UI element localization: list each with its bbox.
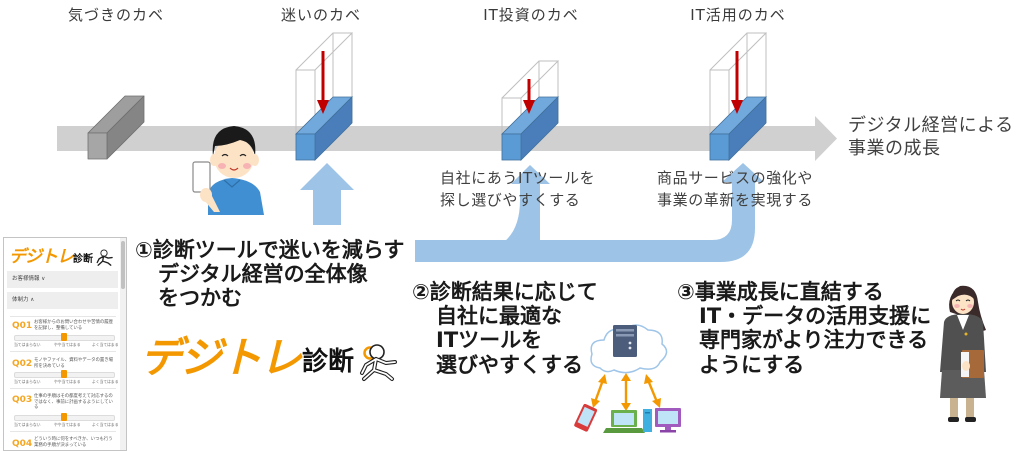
point-1-line-3: をつかむ (158, 286, 242, 310)
lower-arrow-head (731, 100, 743, 114)
point-1-line-1: ①診断ツールで迷いを減らす (135, 238, 405, 262)
divider (10, 388, 116, 389)
point-3-line-3: 専門家がより注力できる (699, 328, 929, 352)
point-2-line-3: ITツールを (436, 328, 543, 352)
mockup-logo-orange: デジトレ (9, 247, 74, 267)
mockup-question-text: お客様からのお問い合わせや苦情の履歴を記録し、整備している (34, 320, 114, 331)
support-arrow-branch-it-investment (505, 165, 550, 241)
diagnosis-tool-screenshot: デジトレ診断 お客様情報 ∨ 体制力 ∧ Q01 お客様からのお問い合わせや苦情… (3, 237, 127, 451)
it-investment-wall-outline (501, 60, 560, 160)
mockup-section-organization[interactable]: 体制力 ∧ (7, 292, 118, 309)
it-investment-wall-block-front (501, 133, 522, 161)
support-arrow-main-curved (415, 163, 764, 262)
it-utilization-wall (709, 32, 768, 161)
mockup-section-customer-info[interactable]: お客様情報 ∨ (7, 271, 118, 288)
laptop-icon (603, 410, 645, 433)
wall-label-hesitation: 迷いのカベ (280, 6, 362, 24)
mockup-slider-thumb[interactable] (61, 333, 67, 341)
lower-arrow-head (317, 100, 329, 114)
divider (10, 316, 116, 317)
scale-label-high: よく当てはまる (92, 422, 119, 427)
logo-orange-text: デジトレ (140, 333, 302, 382)
businesswoman-icon (940, 285, 986, 422)
cloud-server-icon (590, 324, 668, 374)
wall-label-awareness: 気づきのカベ (67, 6, 165, 24)
scale-label-mid: やや当てはまる (54, 342, 81, 347)
mockup-scrollbar-thumb[interactable] (121, 241, 125, 289)
desktop-pc-icon (643, 408, 681, 433)
note-it-investment-line-1: 自社にあうITツールを (440, 169, 596, 187)
note-it-utilization-line-2: 事業の革新を実現する (657, 191, 814, 209)
wall-label-it-investment: IT投資のカベ (483, 6, 579, 24)
point-2-line-4: 選びやすくする (436, 353, 583, 377)
it-investment-wall (501, 60, 560, 161)
scale-label-low: 当てはまらない (14, 422, 41, 427)
person-with-smartphone-icon (192, 126, 264, 215)
hesitation-wall-outline (295, 32, 354, 160)
mockup-question-text: モノやファイル、資料やデータの置き場所を決めている (34, 358, 114, 369)
note-it-utilization-line-1: 商品サービスの強化や (657, 169, 814, 187)
network-arrows (591, 373, 661, 411)
point-2-line-2: 自社に最適な (436, 304, 562, 328)
hesitation-wall (295, 32, 354, 161)
hesitation-wall-block-front (295, 133, 316, 161)
logo-black-text: 診断 (302, 347, 355, 377)
scale-label-high: よく当てはまる (92, 342, 119, 347)
scale-label-mid: やや当てはまる (54, 379, 81, 384)
point-1-line-2: デジタル経営の全体像 (158, 262, 368, 286)
divider (10, 431, 116, 432)
mockup-question-number: Q03 (12, 395, 33, 405)
point-3-line-1: ③事業成長に直結する (677, 280, 884, 304)
digitore-logo: デジトレ診断 (140, 333, 398, 383)
support-arrows (300, 163, 764, 262)
mockup-question-text: 仕事の手順はその都度考えて対応するのではなく、事前に計画するようにしている (34, 394, 113, 411)
mockup-question-number: Q01 (12, 321, 33, 331)
awareness-wall-block (87, 95, 145, 160)
mockup-magnifier-figure-icon (96, 249, 113, 266)
goal-text-line-1: デジタル経営による (848, 115, 1014, 136)
scale-label-mid: やや当てはまる (54, 422, 81, 427)
mockup-slider-thumb[interactable] (61, 370, 67, 378)
point-3-line-4: ようにする (699, 353, 805, 377)
divider (10, 351, 116, 352)
support-arrow-straight (300, 163, 354, 225)
mockup-question-number: Q04 (12, 439, 33, 449)
it-utilization-wall-block-front (709, 133, 730, 161)
mockup-slider-thumb[interactable] (61, 413, 67, 421)
mockup-question-number: Q02 (12, 359, 33, 369)
lower-arrow-head (523, 100, 535, 114)
point-3-line-2: IT・データの活用支援に (699, 304, 932, 328)
mockup-logo-black: 診断 (73, 254, 93, 265)
it-utilization-wall-outline (709, 32, 768, 160)
scale-label-low: 当てはまらない (14, 342, 41, 347)
smartphone-icon (574, 403, 598, 432)
scale-label-low: 当てはまらない (14, 379, 41, 384)
wall-label-it-utilization: IT活用のカベ (690, 6, 786, 24)
mockup-logo: デジトレ診断 (9, 242, 115, 267)
goal-text-line-2: 事業の成長 (848, 138, 941, 159)
note-it-investment-line-2: 探し選びやすくする (440, 191, 581, 209)
mockup-question-text: どういう時に何をすべきか、いつも行う業務の手順が決まっている (34, 437, 113, 448)
scale-label-high: よく当てはまる (92, 379, 119, 384)
point-2-line-1: ②診断結果に応じて (412, 280, 598, 304)
mockup-scrollbar[interactable] (120, 238, 126, 450)
magnifier-figure-icon (360, 344, 398, 381)
